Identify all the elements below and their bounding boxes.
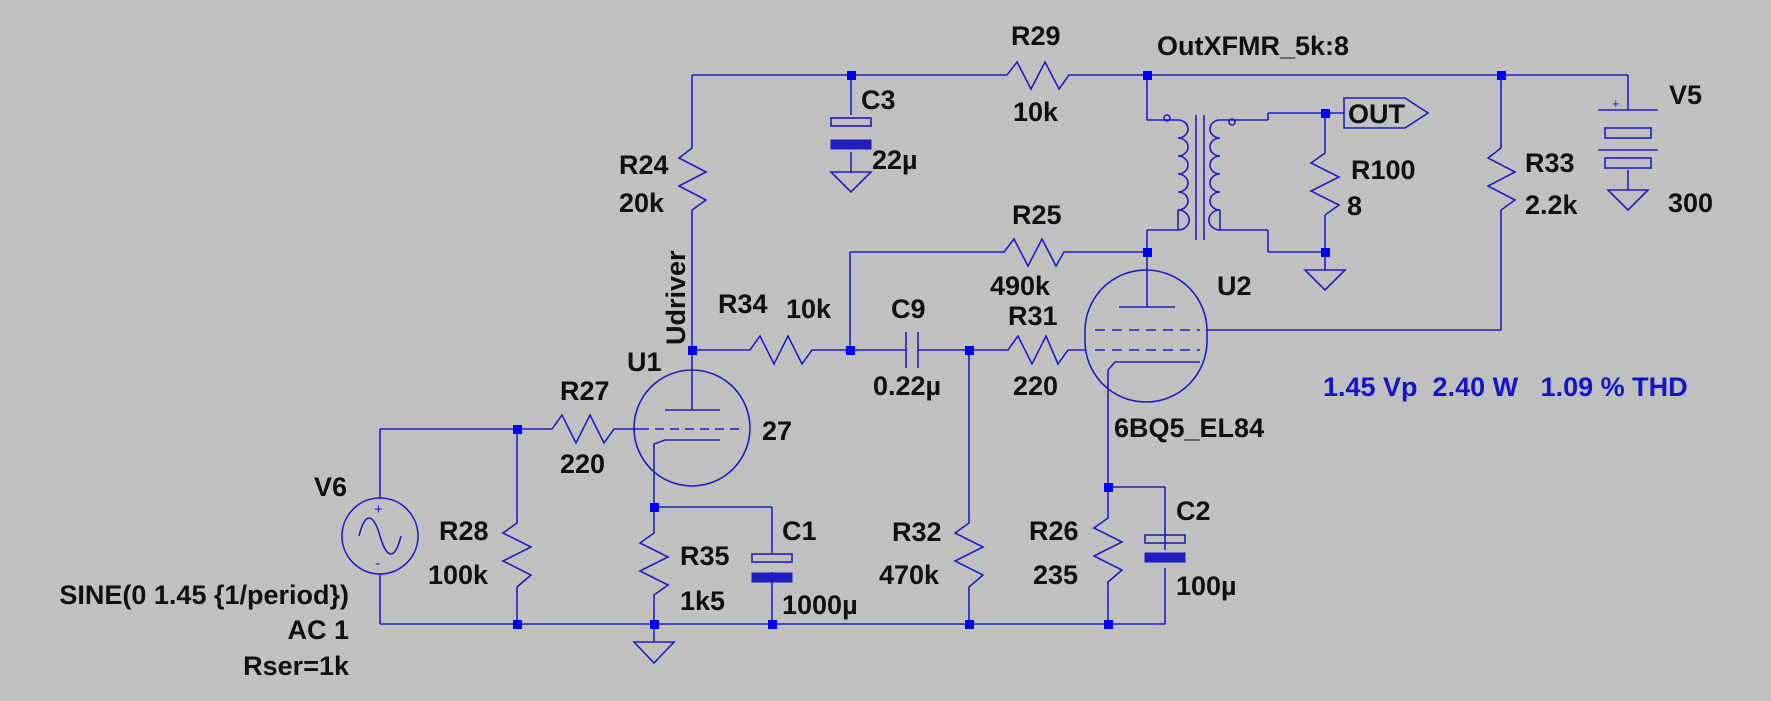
resistor-R100[interactable] xyxy=(1309,145,1341,216)
resistor-R27[interactable] xyxy=(545,413,620,445)
ground-icon xyxy=(829,171,873,194)
R100-ref: R100 xyxy=(1351,155,1416,185)
U1-value: 27 xyxy=(762,416,792,446)
C1-ref: C1 xyxy=(782,516,817,546)
C1-value: 1000µ xyxy=(782,590,858,620)
C9-value: 0.22µ xyxy=(873,371,941,401)
resistor-R33[interactable] xyxy=(1486,140,1517,211)
V5-value: 300 xyxy=(1668,188,1713,218)
battery-icon[interactable]: + xyxy=(1598,96,1658,169)
capacitor-C2[interactable] xyxy=(1144,534,1186,563)
V6-line2: AC 1 xyxy=(287,615,349,645)
svg-text:+: + xyxy=(1612,96,1620,111)
U1-model: Udriver xyxy=(661,250,691,345)
R26-ref: R26 xyxy=(1029,516,1079,546)
R35-ref: R35 xyxy=(680,541,730,571)
C9-ref: C9 xyxy=(891,294,926,324)
net-label-out-text: OUT xyxy=(1348,99,1406,129)
svg-text:+: + xyxy=(374,501,383,518)
R34-value: 10k xyxy=(786,294,832,324)
R25-value: 490k xyxy=(990,271,1051,301)
R32-value: 470k xyxy=(879,560,940,590)
resistor-R32[interactable] xyxy=(953,515,985,595)
R28-ref: R28 xyxy=(439,516,489,546)
R27-ref: R27 xyxy=(560,376,610,406)
svg-text:-: - xyxy=(375,555,380,572)
R29-value: 10k xyxy=(1013,97,1059,127)
sine-source-icon[interactable]: + - xyxy=(341,497,419,575)
R33-ref: R33 xyxy=(1525,148,1575,178)
U1-ref: U1 xyxy=(627,347,662,377)
wires xyxy=(379,74,1629,642)
resistor-R26[interactable] xyxy=(1092,510,1124,590)
pentode-tube-icon[interactable] xyxy=(1084,269,1208,403)
transformer-icon[interactable] xyxy=(1163,114,1236,240)
R24-ref: R24 xyxy=(619,150,669,180)
resistor-R31[interactable] xyxy=(1000,334,1069,366)
C2-value: 100µ xyxy=(1176,571,1237,601)
triode-tube-icon[interactable] xyxy=(633,369,751,487)
R34-ref: R34 xyxy=(718,289,768,319)
ground-icon xyxy=(632,641,676,665)
resistor-R25[interactable] xyxy=(996,237,1070,268)
V5-ref: V5 xyxy=(1669,80,1702,110)
measurement-readout: 1.45 Vp 2.40 W 1.09 % THD xyxy=(1323,372,1688,402)
C2-ref: C2 xyxy=(1176,496,1211,526)
R27-value: 220 xyxy=(560,449,605,479)
R100-value: 8 xyxy=(1347,191,1362,221)
resistor-R28[interactable] xyxy=(501,515,533,595)
C3-value: 22µ xyxy=(872,145,918,175)
U2-value: 6BQ5_EL84 xyxy=(1114,413,1264,443)
V6-ref: V6 xyxy=(314,472,347,502)
R35-value: 1k5 xyxy=(680,586,725,616)
resistor-R34[interactable] xyxy=(742,334,818,366)
R32-ref: R32 xyxy=(892,517,942,547)
R24-value: 20k xyxy=(619,188,665,218)
resistor-R35[interactable] xyxy=(638,525,670,603)
ground-icon xyxy=(1303,269,1347,292)
net-flag-out[interactable]: OUT xyxy=(1343,97,1430,129)
xfmr-value: OutXFMR_5k:8 xyxy=(1157,31,1349,61)
R25-ref: R25 xyxy=(1012,200,1062,230)
R29-ref: R29 xyxy=(1011,21,1061,51)
V6-line1: SINE(0 1.45 {1/period}) xyxy=(59,580,349,610)
R33-value: 2.2k xyxy=(1525,190,1579,220)
capacitor-C1[interactable] xyxy=(751,553,793,583)
R31-value: 220 xyxy=(1013,371,1058,401)
junctions xyxy=(513,71,1506,629)
R26-value: 235 xyxy=(1033,560,1078,590)
V6-line3: Rser=1k xyxy=(243,651,350,681)
component-labels: R29 10k OutXFMR_5k:8 C3 22µ R24 20k R25 … xyxy=(59,21,1713,681)
resistor-R29[interactable] xyxy=(997,60,1079,91)
U2-ref: U2 xyxy=(1217,271,1252,301)
R31-ref: R31 xyxy=(1008,301,1058,331)
ground-icon xyxy=(1606,189,1650,212)
capacitor-C3[interactable] xyxy=(830,117,872,150)
capacitor-C9[interactable] xyxy=(905,332,919,368)
resistor-R24[interactable] xyxy=(677,140,708,211)
C3-ref: C3 xyxy=(861,85,896,115)
R28-value: 100k xyxy=(428,560,489,590)
